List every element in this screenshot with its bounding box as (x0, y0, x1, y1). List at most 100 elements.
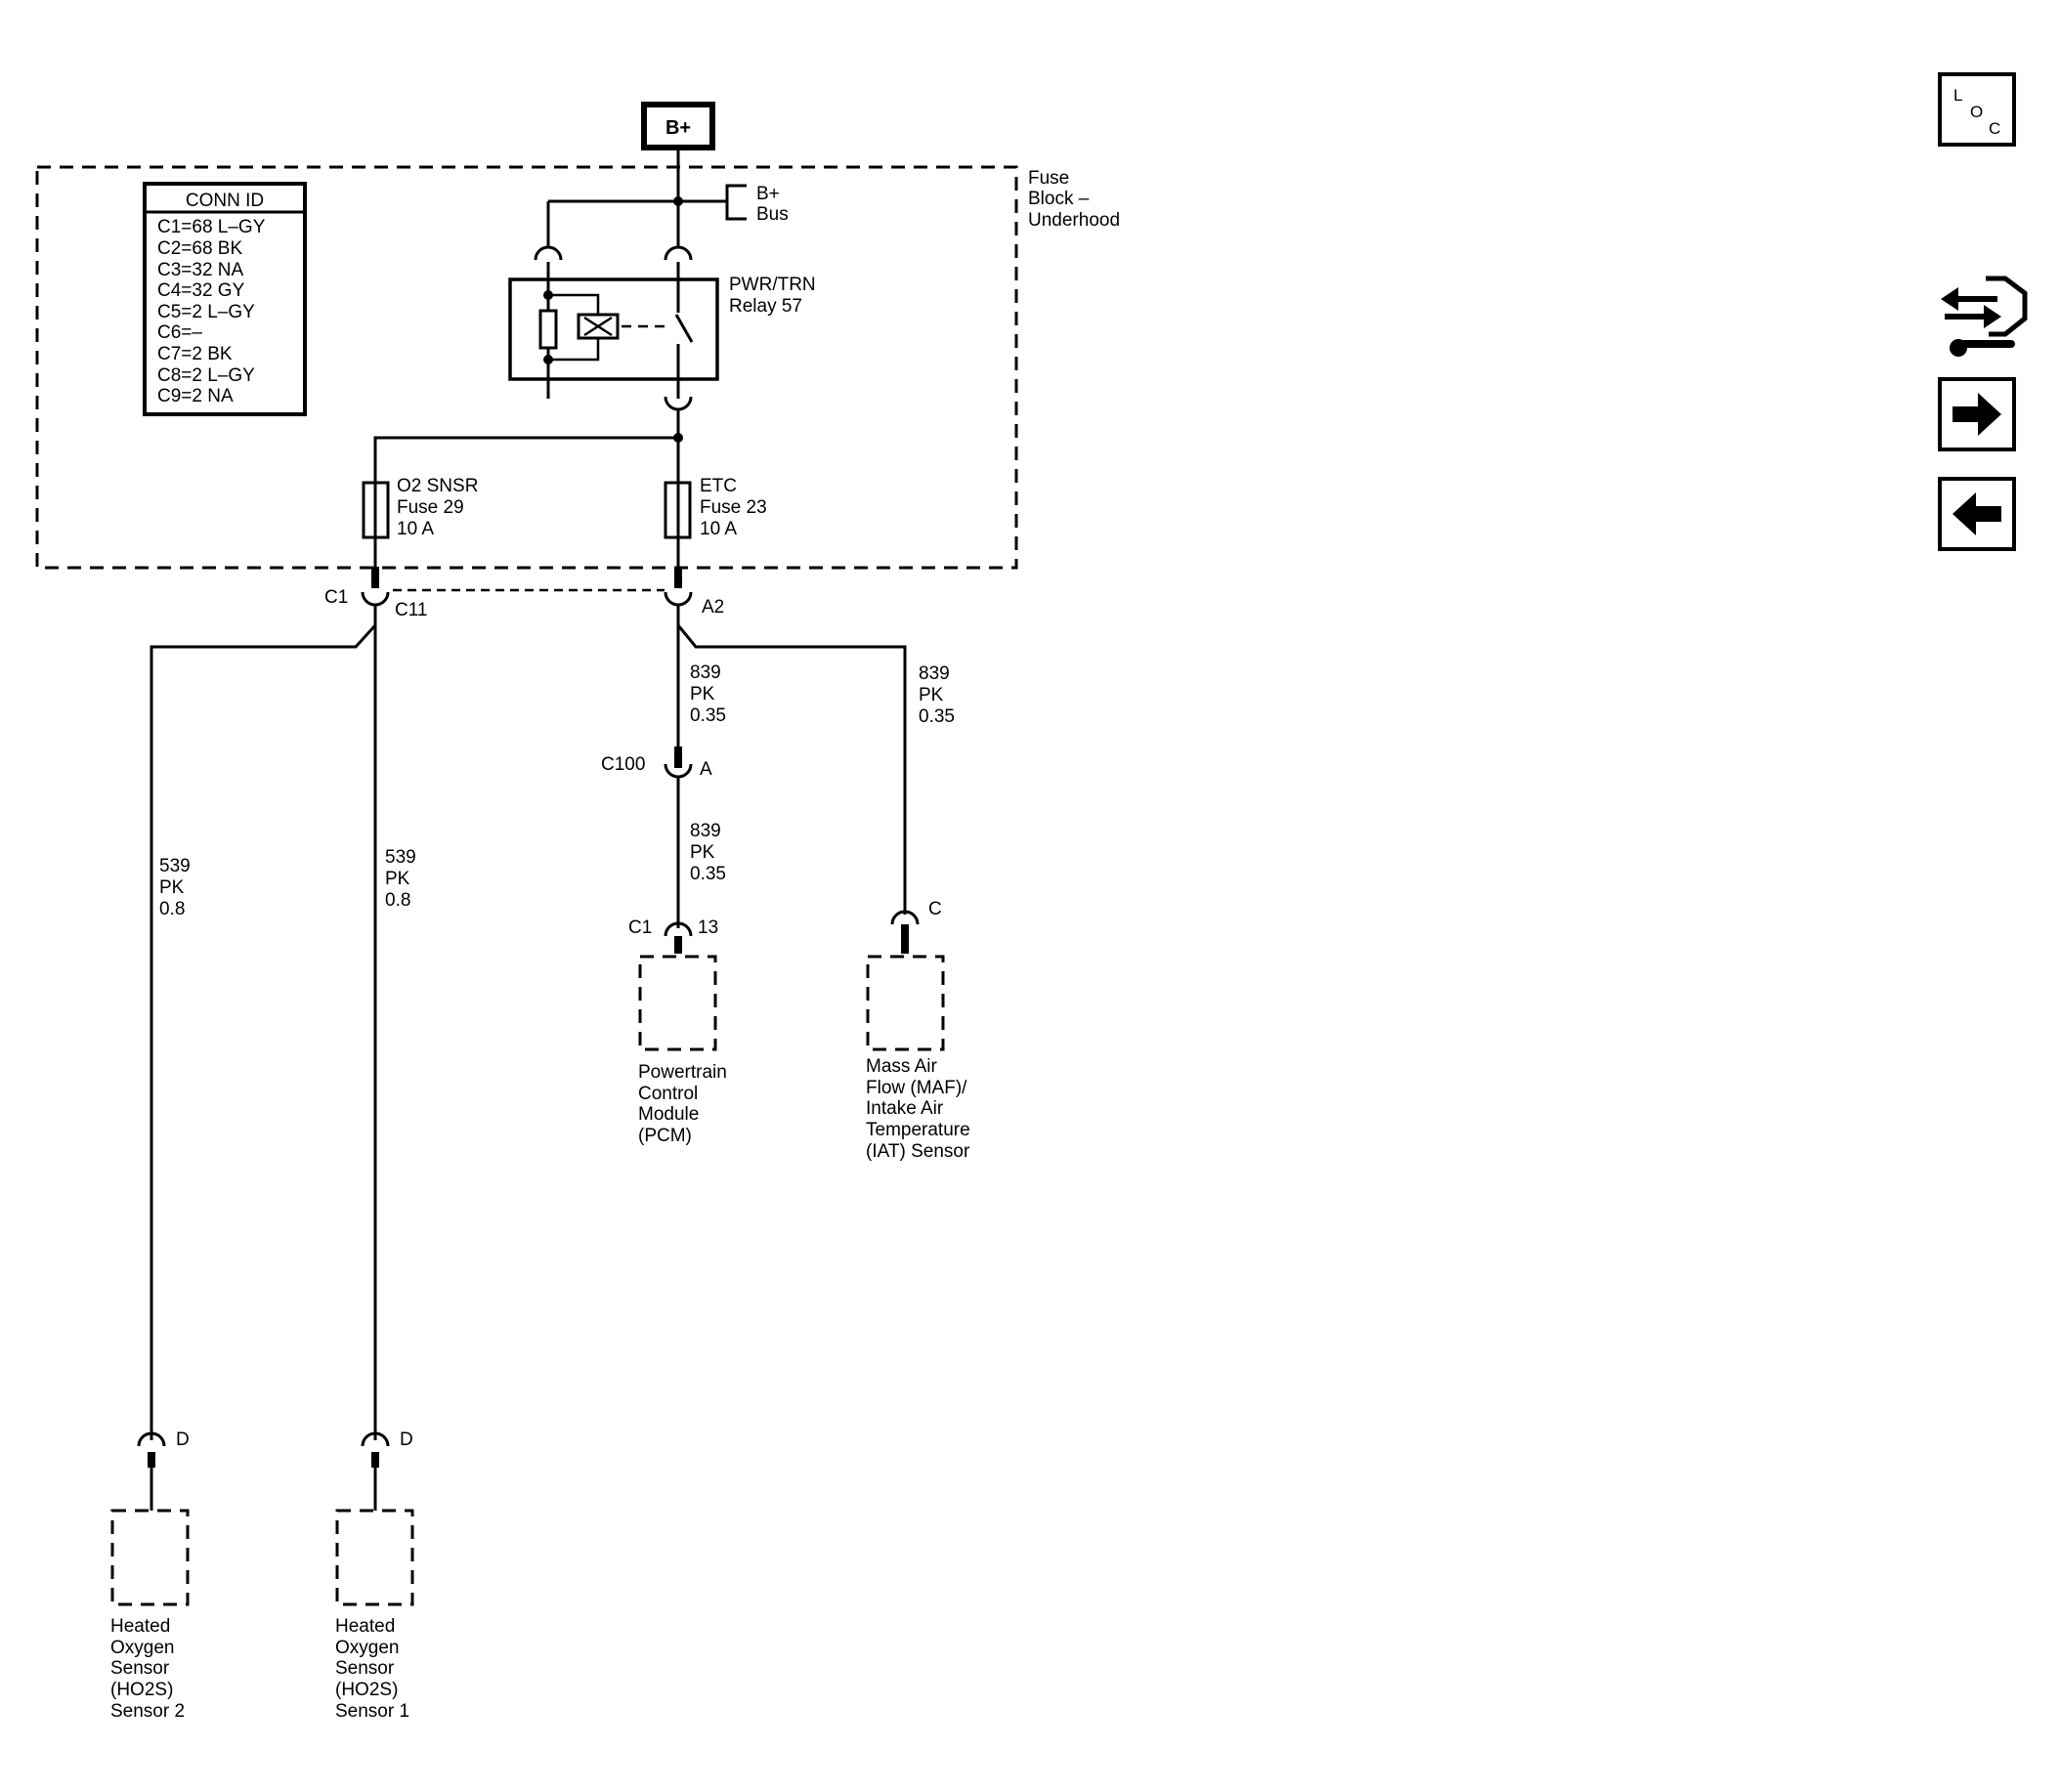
svg-text:Oxygen: Oxygen (335, 1638, 399, 1658)
bus-label: Bus (756, 204, 789, 225)
svg-text:Mass Air: Mass Air (866, 1056, 938, 1077)
svg-text:839: 839 (919, 663, 950, 684)
connector-icon (1941, 276, 2028, 357)
fuse-block-underhood: Fuse Block – Underhood (35, 165, 1120, 570)
svg-text:Fuse 29: Fuse 29 (397, 497, 464, 518)
svg-text:Block –: Block – (1028, 189, 1090, 209)
conn-id-row: C2=68 BK (157, 238, 242, 259)
component-label: Flow (MAF)/ (866, 1078, 967, 1098)
svg-text:Sensor 2: Sensor 2 (110, 1701, 185, 1722)
connector-label: C1 (628, 917, 652, 938)
fuse-block-label: Fuse (1028, 168, 1069, 189)
wire-539-right: 539 PK 0.8 (385, 847, 416, 911)
svg-text:(PCM): (PCM) (638, 1126, 692, 1146)
supply-terminal: B+ (641, 102, 715, 150)
wire-label: PK (159, 877, 185, 898)
pcm-component: C1 13 Powertrain Control Module (PCM) (628, 917, 727, 1146)
fuse-block-label: Block – (1028, 189, 1090, 209)
wire-label: 839 (690, 821, 721, 841)
component-label: (HO2S) (335, 1680, 398, 1700)
svg-text:0.8: 0.8 (159, 899, 185, 919)
component-label: Module (638, 1104, 699, 1125)
wire-label: PK (385, 869, 410, 889)
connector-c100: C100 A (601, 747, 712, 780)
arrow-right-icon (1953, 393, 2001, 436)
component-label: (IAT) Sensor (866, 1141, 970, 1162)
supply-label: B+ (665, 117, 691, 139)
svg-text:Bus: Bus (756, 204, 789, 225)
svg-text:839: 839 (690, 662, 721, 683)
conn-id-row: C5=2 L–GY (157, 302, 255, 322)
component-label: Sensor 2 (110, 1701, 185, 1722)
svg-text:Sensor: Sensor (110, 1658, 170, 1679)
component-label: Sensor (110, 1658, 170, 1679)
svg-text:0.35: 0.35 (690, 864, 726, 884)
svg-text:Temperature: Temperature (866, 1120, 970, 1140)
fuse-label: 10 A (700, 519, 737, 539)
svg-text:Intake Air: Intake Air (866, 1098, 944, 1119)
maf-iat-sensor-component: C Mass Air Flow (MAF)/ Intake Air Temper… (866, 899, 970, 1162)
svg-text:Fuse 23: Fuse 23 (700, 497, 767, 518)
svg-text:(HO2S): (HO2S) (110, 1680, 173, 1700)
previous-button[interactable] (1938, 477, 2016, 551)
pwr-trn-relay-57: PWR/TRN Relay 57 (508, 262, 816, 399)
svg-text:839: 839 (690, 821, 721, 841)
svg-text:Powertrain: Powertrain (638, 1062, 727, 1083)
fuse-label: O2 SNSR (397, 476, 478, 496)
connector-label: A2 (702, 597, 724, 618)
svg-text:Oxygen: Oxygen (110, 1638, 174, 1658)
component-label: Oxygen (110, 1638, 174, 1658)
wire-839-maf: 839 PK 0.35 (919, 663, 955, 727)
wire-label: 0.35 (919, 706, 955, 727)
svg-text:Flow (MAF)/: Flow (MAF)/ (866, 1078, 967, 1098)
fuse-label: Fuse 23 (700, 497, 767, 518)
wire-label: 839 (690, 662, 721, 683)
connector-label: C11 (395, 600, 427, 620)
connector-view-button[interactable] (1941, 276, 2028, 357)
connector-label: D (400, 1429, 413, 1450)
svg-text:PK: PK (919, 685, 944, 705)
fuse-block-connector-c1-c11: C1 C11 (324, 567, 427, 620)
wire-label: 839 (919, 663, 950, 684)
o2-snsr-fuse-29: O2 SNSR Fuse 29 10 A (362, 476, 478, 586)
svg-text:Sensor 1: Sensor 1 (335, 1701, 409, 1722)
wire-label: 0.8 (385, 890, 410, 911)
loc-glyph: O (1970, 103, 1983, 121)
svg-text:0.35: 0.35 (690, 705, 726, 726)
svg-text:PK: PK (690, 842, 715, 863)
svg-text:(IAT) Sensor: (IAT) Sensor (866, 1141, 970, 1162)
svg-text:10 A: 10 A (700, 519, 737, 539)
svg-text:Control: Control (638, 1084, 698, 1104)
svg-text:Relay 57: Relay 57 (729, 296, 802, 317)
component-label: Powertrain (638, 1062, 727, 1083)
relay-label: PWR/TRN (729, 275, 816, 295)
svg-text:10 A: 10 A (397, 519, 434, 539)
svg-text:Heated: Heated (110, 1616, 170, 1637)
svg-text:B+: B+ (756, 184, 780, 204)
ho2s-sensor-1-component: D Heated Oxygen Sensor (HO2S) Sensor 1 (335, 1429, 414, 1722)
svg-text:539: 539 (159, 856, 191, 876)
component-label: Sensor 1 (335, 1701, 409, 1722)
conn-id-row: C4=32 GY (157, 280, 245, 301)
conn-id-row: C7=2 BK (157, 344, 233, 364)
conn-id-row: C6=– (157, 322, 202, 343)
next-button[interactable] (1938, 377, 2016, 451)
location-button[interactable]: L O C (1938, 72, 2016, 147)
svg-text:Module: Module (638, 1104, 699, 1125)
component-label: Control (638, 1084, 698, 1104)
wire-539-left: 539 PK 0.8 (159, 856, 191, 919)
relay-label: Relay 57 (729, 296, 802, 317)
svg-text:Heated: Heated (335, 1616, 395, 1637)
b-plus-bus: B+ Bus (546, 176, 789, 246)
wire-label: PK (690, 842, 715, 863)
connector-label: 13 (698, 917, 718, 938)
fuse-label: ETC (700, 476, 737, 496)
svg-text:(HO2S): (HO2S) (335, 1680, 398, 1700)
component-label: Heated (335, 1616, 395, 1637)
fuse-label: Fuse 29 (397, 497, 464, 518)
component-label: Temperature (866, 1120, 970, 1140)
connector-label: D (176, 1429, 190, 1450)
loc-glyph: C (1989, 119, 2000, 138)
fuse-block-label: Underhood (1028, 210, 1120, 231)
